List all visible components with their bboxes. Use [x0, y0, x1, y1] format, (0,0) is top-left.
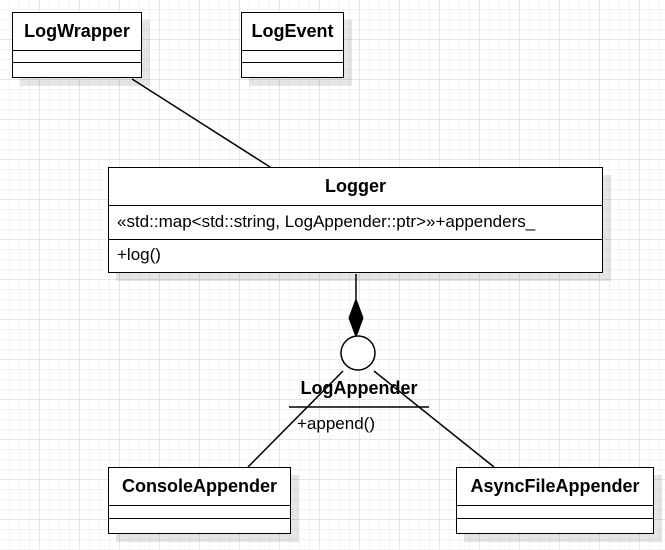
class-name: ConsoleAppender: [109, 468, 290, 506]
attributes-section: [13, 51, 141, 63]
operations-section: +log(): [109, 240, 602, 271]
association-logwrapper-logger[interactable]: [131, 78, 271, 168]
interface-operation-append: +append(): [297, 414, 375, 433]
class-consoleappender[interactable]: ConsoleAppender: [108, 467, 291, 534]
class-name: AsyncFileAppender: [457, 468, 653, 506]
class-name: LogEvent: [242, 13, 343, 51]
operation-log: +log(): [117, 245, 161, 264]
class-asyncfileappender[interactable]: AsyncFileAppender: [456, 467, 654, 534]
attributes-section: [242, 51, 343, 63]
attributes-section: [457, 506, 653, 519]
class-logger[interactable]: Logger «std::map<std::string, LogAppende…: [108, 167, 603, 273]
class-name: LogWrapper: [13, 13, 141, 51]
attributes-section: [109, 506, 290, 519]
operations-section: [242, 63, 343, 76]
operations-section: [13, 63, 141, 76]
operations-section: [109, 519, 290, 532]
operations-section: [457, 519, 653, 532]
attributes-section: «std::map<std::string, LogAppender::ptr>…: [109, 206, 602, 240]
composition-diamond-icon: [348, 297, 364, 339]
class-name: Logger: [109, 168, 602, 206]
interface-lollipop-icon[interactable]: [340, 335, 376, 371]
realization-asyncfile-logappender[interactable]: [373, 370, 495, 468]
interface-logappender-name[interactable]: LogAppender: [300, 378, 418, 398]
class-logwrapper[interactable]: LogWrapper: [12, 12, 142, 78]
realization-console-logappender[interactable]: [247, 370, 344, 468]
attribute-appenders: «std::map<std::string, LogAppender::ptr>…: [117, 212, 536, 231]
class-logevent[interactable]: LogEvent: [241, 12, 344, 78]
